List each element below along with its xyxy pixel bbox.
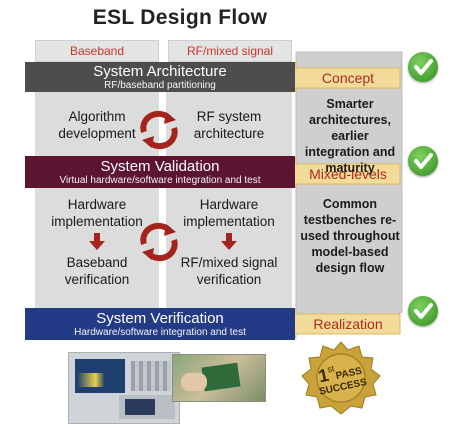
- stage-subtitle: Hardware/software integration and test: [74, 327, 246, 338]
- stage-subtitle: Virtual hardware/software integration an…: [59, 175, 261, 186]
- stage-title: System Verification: [96, 310, 224, 327]
- checkmark-icon: [408, 52, 438, 82]
- diagram-title: ESL Design Flow: [92, 6, 268, 29]
- instrument-photo: [68, 352, 180, 424]
- stage-system-verification: System Verification Hardware/software in…: [25, 308, 295, 340]
- stage-subtitle: RF/baseband partitioning: [104, 80, 216, 91]
- cycle-arrows-icon: [140, 110, 178, 150]
- stage-system-validation: System Validation Virtual hardware/softw…: [25, 156, 295, 188]
- lane-baseband: [35, 92, 159, 317]
- checkmark-icon: [408, 146, 438, 176]
- lane-header-baseband: Baseband: [35, 40, 159, 62]
- concept-label: Concept: [321, 70, 375, 86]
- side-description-1: Smarter architectures, earlier integrati…: [304, 97, 396, 175]
- node-baseband-verification: Baseband verification: [64, 255, 130, 287]
- node-hardware-implementation-right: Hardware implementation: [183, 197, 275, 229]
- node-algorithm-development: Algorithm development: [58, 109, 136, 141]
- first-pass-success-badge: 1stPASS SUCCESS: [296, 340, 386, 420]
- down-arrow-icon: [221, 233, 237, 250]
- lane-header-rf: RF/mixed signal: [168, 40, 292, 62]
- node-hardware-implementation-left: Hardware implementation: [51, 197, 143, 229]
- realization-label: Realization: [313, 316, 383, 332]
- lab-photo: [172, 354, 266, 402]
- checkmark-icon: [408, 296, 438, 326]
- down-arrow-icon: [89, 233, 105, 250]
- side-description-2: Common testbenches re-used throughout mo…: [300, 197, 400, 275]
- node-rf-mixed-signal-verification: RF/mixed signal verification: [180, 255, 278, 287]
- stage-title: System Validation: [100, 158, 220, 175]
- lane-rf: [166, 92, 292, 317]
- node-rf-system-architecture: RF system architecture: [193, 109, 265, 141]
- badge-seal-icon: [301, 341, 381, 415]
- stage-title: System Architecture: [93, 63, 227, 80]
- cycle-arrows-icon: [140, 222, 178, 262]
- stage-system-architecture: System Architecture RF/baseband partitio…: [25, 62, 295, 92]
- mixed-levels-label: Mixed-levels: [309, 166, 387, 182]
- badge-sup: st: [326, 363, 336, 375]
